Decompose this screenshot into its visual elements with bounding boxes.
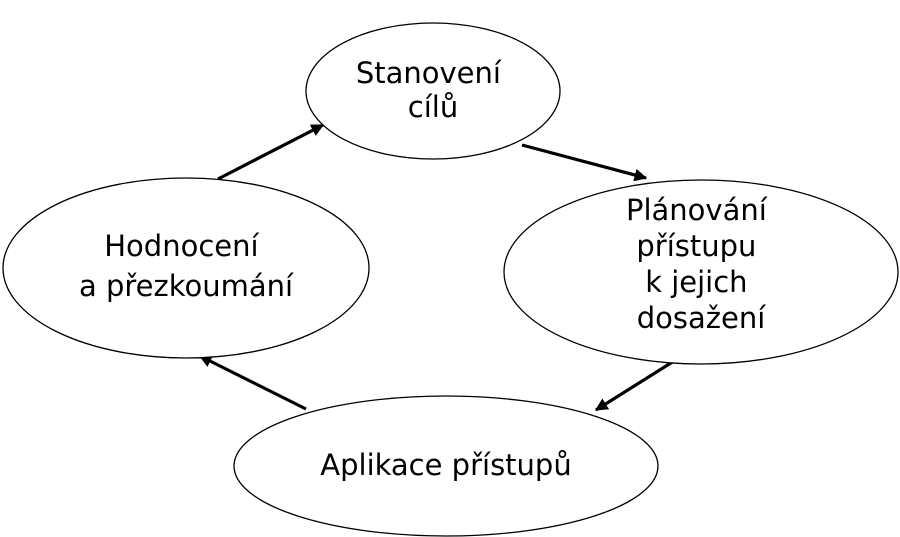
node-stanoveni-cilu: Stanovení cílů — [305, 22, 561, 160]
node-hodnoceni-prezkoumani: Hodnocení a přezkoumání — [2, 177, 370, 359]
node-label-line: Plánování — [626, 193, 768, 227]
node-label: Aplikace přístupů — [320, 448, 571, 482]
node-label-line: přístupu — [636, 229, 756, 263]
node-label-line: Aplikace přístupů — [320, 448, 571, 482]
node-label: Stanovení cílů — [356, 56, 510, 124]
arrow-hodnoceni-to-stanoveni — [217, 123, 325, 181]
node-label-line: cílů — [408, 90, 458, 124]
node-label-line: a přezkoumání — [79, 269, 294, 303]
node-label-line: Stanovení — [356, 56, 502, 90]
node-label-line: Hodnocení — [104, 229, 259, 263]
node-label-line: k jejich — [645, 265, 747, 299]
node-ellipse — [2, 177, 370, 359]
edges — [198, 123, 683, 412]
node-ellipse — [503, 179, 899, 365]
node-label-line: dosažení — [637, 301, 766, 335]
arrow-stanoveni-to-planovani — [521, 143, 648, 182]
node-label: Hodnocení a přezkoumání — [79, 229, 294, 303]
arrow-planovani-to-aplikace — [594, 354, 683, 412]
arrow-aplikace-to-hodnoceni — [198, 354, 307, 411]
node-ellipse — [233, 395, 659, 537]
node-ellipse — [305, 22, 561, 160]
node-label: Plánování přístupu k jejich dosažení — [626, 193, 776, 335]
node-aplikace-pristupu: Aplikace přístupů — [233, 395, 659, 537]
node-planovani-pristupu: Plánování přístupu k jejich dosažení — [503, 179, 899, 365]
